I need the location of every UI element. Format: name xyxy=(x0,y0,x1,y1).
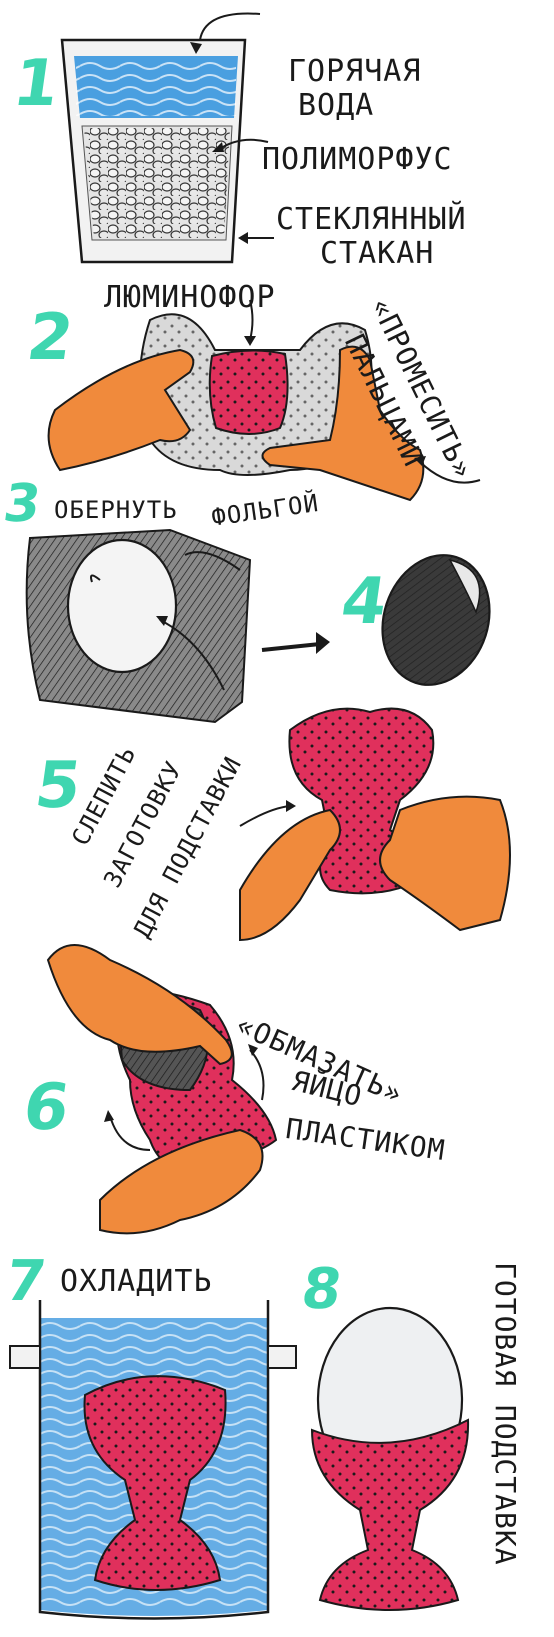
step-number-5: 5 xyxy=(32,754,86,818)
step-number-6: 6 xyxy=(20,1076,74,1140)
label-cool: ОХЛАДИТЬ xyxy=(60,1266,213,1298)
step-number-4: 4 xyxy=(338,570,392,634)
step-number-7: 7 xyxy=(2,1254,49,1310)
step-8-done-illustration xyxy=(312,1308,468,1610)
step-3-foil-illustration xyxy=(27,530,330,722)
label-phosphor: ЛЮМИНОФОР xyxy=(104,282,276,314)
step-7-cool-illustration xyxy=(10,1300,296,1619)
step-number-2: 2 xyxy=(24,306,78,370)
label-done: ГОТОВАЯ ПОДСТАВКА xyxy=(491,1262,520,1566)
step-1-glass-illustration xyxy=(62,14,274,262)
label-hot-water-line2: ВОДА xyxy=(298,90,374,122)
label-glass-line1: СТЕКЛЯННЫЙ xyxy=(276,204,467,236)
step-6-coat-illustration xyxy=(48,945,276,1233)
label-wrap-line1: ОБЕРНУТЬ xyxy=(54,498,178,523)
label-polymorphus: ПОЛИМОРФУС xyxy=(262,144,453,176)
step-number-1: 1 xyxy=(10,52,64,116)
label-hot-water-line1: ГОРЯЧАЯ xyxy=(288,56,421,88)
step-number-3: 3 xyxy=(0,478,43,530)
step-5-blank-illustration xyxy=(240,709,510,940)
step-number-8: 8 xyxy=(298,1262,345,1318)
label-glass-line2: СТАКАН xyxy=(320,238,434,270)
